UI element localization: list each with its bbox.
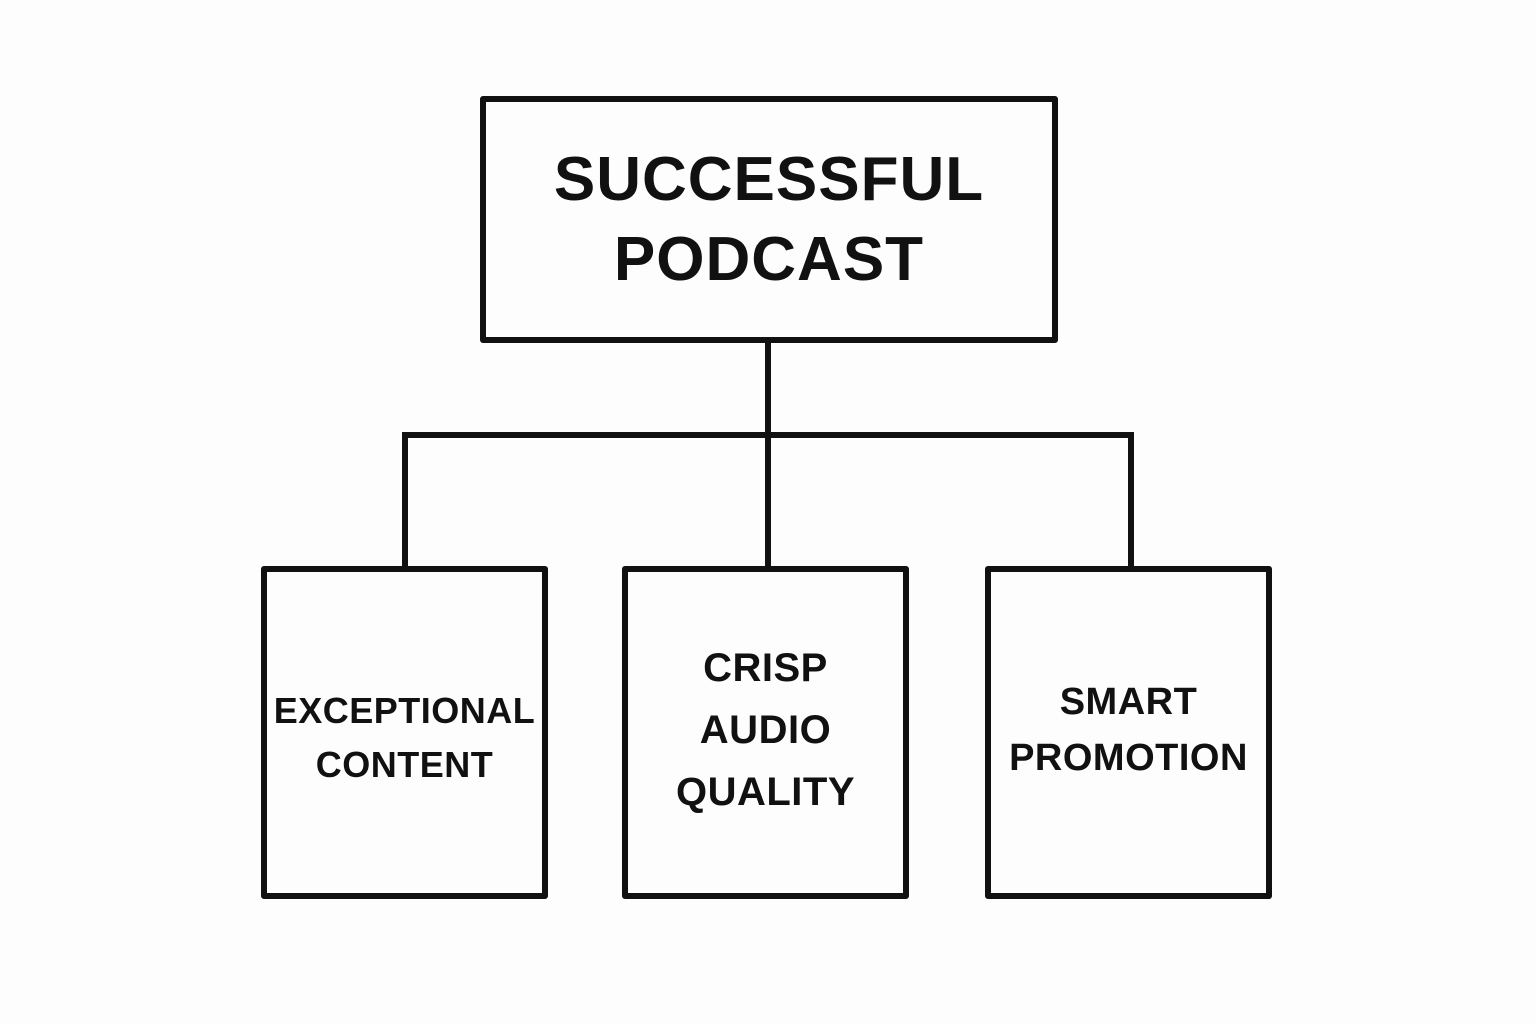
child-label-group: SMART PROMOTION [1009,674,1248,786]
child-1-label-line-1: EXCEPTIONAL [273,689,536,731]
root-label-line-1: SUCCESSFUL [553,144,985,214]
child-label-group: CRISP AUDIO QUALITY [676,637,855,823]
child-node-smart-promotion: SMART PROMOTION [985,566,1272,899]
child-node-crisp-audio-quality: CRISP AUDIO QUALITY [622,566,909,899]
child-1-label-line-2: CONTENT [315,743,494,785]
child-2-label-line-1: CRISP [703,645,828,690]
child-3-label-line-1: SMART [1059,680,1198,723]
child-node-exceptional-content: EXCEPTIONAL CONTENT [261,566,548,899]
child-2-label-line-2: AUDIO [699,707,832,752]
child-3-label-line-2: PROMOTION [1009,736,1248,779]
child-2-label-line-3: QUALITY [675,769,856,814]
root-node-successful-podcast: SUCCESSFUL PODCAST [480,96,1058,343]
child-label-group: EXCEPTIONAL CONTENT [274,684,536,792]
root-label-line-2: PODCAST [613,224,925,294]
